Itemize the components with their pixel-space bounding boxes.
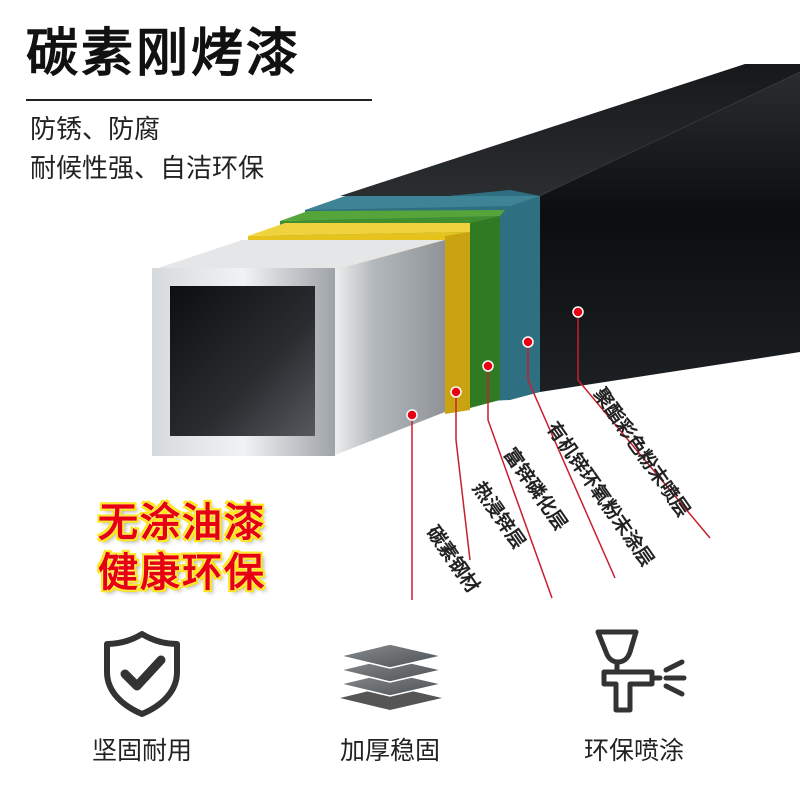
stacked-layers-icon	[339, 643, 443, 710]
badge-label-eco-spray: 环保喷涂	[583, 736, 684, 765]
steel-hollow	[170, 286, 315, 436]
feature-line-2: 耐候性强、自洁环保	[30, 154, 265, 184]
title-underline	[26, 99, 372, 101]
shield-check-icon	[104, 631, 180, 717]
dot-zinc	[450, 386, 462, 398]
dot-steel	[406, 409, 418, 421]
slogan-line-2: 健康环保	[98, 550, 266, 596]
steel-side	[335, 240, 445, 455]
steel-top	[152, 240, 445, 270]
badge-label-durable: 坚固耐用	[91, 736, 192, 765]
layer-teal-top	[305, 196, 540, 210]
layer-teal-end	[305, 190, 540, 400]
layer-yellow-top	[248, 223, 470, 236]
layer-green-side	[470, 216, 500, 408]
layer-leaders	[411, 312, 711, 600]
slogan-line-1: 无涂油漆	[98, 500, 266, 546]
outer-tube-top	[340, 64, 800, 196]
feature-line-1: 防锈、防腐	[30, 115, 161, 145]
outer-tube-side	[540, 72, 800, 392]
layer-green-top	[280, 210, 505, 221]
dot-polyester	[572, 306, 584, 318]
dot-epoxy	[522, 336, 534, 348]
page-title: 碳素刚烤漆	[26, 24, 302, 84]
layer-dots	[406, 306, 584, 421]
dot-phosphate	[482, 360, 494, 372]
spray-gun-icon	[595, 629, 687, 713]
badge-label-thick: 加厚稳固	[339, 736, 440, 765]
layer-yellow-side	[445, 232, 470, 414]
